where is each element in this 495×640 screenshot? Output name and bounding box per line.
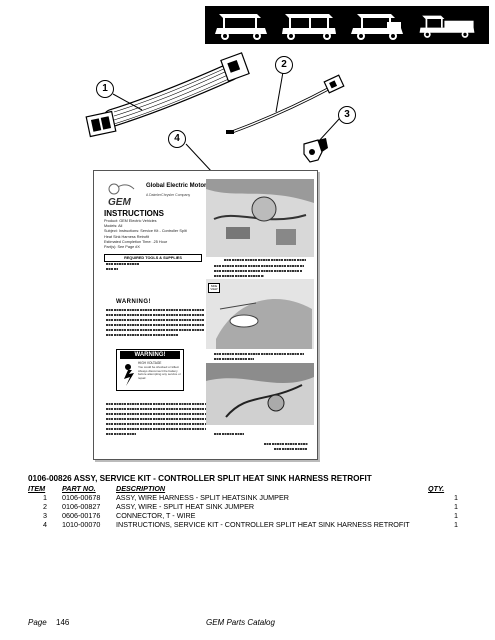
text-line: [106, 268, 118, 271]
doc-info-line: Heat Sink Harness Retrofit: [104, 234, 149, 239]
text-line: [214, 265, 304, 268]
doc-side-view-label: SIDE VIEW: [208, 283, 220, 294]
doc-warning-box-title: WARNING!: [120, 351, 180, 359]
gem-es-icon: [351, 14, 403, 40]
part-qty: 1: [454, 502, 458, 511]
doc-instructions-title: INSTRUCTIONS: [104, 209, 164, 218]
text-line: [214, 358, 254, 361]
text-line: [106, 403, 206, 406]
part-description: INSTRUCTIONS, SERVICE KIT - CONTROLLER S…: [116, 520, 410, 529]
text-line: [106, 314, 204, 317]
doc-warning-title: WARNING!: [116, 299, 151, 305]
text-line: [214, 353, 304, 356]
parts-illustration: [85, 52, 345, 173]
callout-4: 4: [168, 130, 186, 148]
parts-table: ITEM PART NO. DESCRIPTION QTY. 1 0106-00…: [28, 484, 458, 529]
text-line: [214, 433, 244, 436]
doc-tools-header: REQUIRED TOOLS & SUPPLIES: [104, 254, 202, 262]
text-line: [106, 319, 204, 322]
callout-3: 3: [338, 106, 356, 124]
text-line: [274, 448, 308, 451]
jumper-wire-drawing: [226, 74, 345, 134]
doc-info-line: Part(s): See Page #X: [104, 245, 140, 250]
table-row: 4 1010-00070 INSTRUCTIONS, SERVICE KIT -…: [28, 520, 458, 529]
gem-e2-icon: [215, 14, 267, 40]
text-line: [264, 443, 308, 446]
header-part-no: PART NO.: [62, 484, 96, 493]
text-line: [224, 259, 306, 262]
callout-2: 2: [275, 56, 293, 74]
text-line: [106, 428, 206, 431]
part-description: CONNECTOR, T - WIRE: [116, 511, 196, 520]
kit-title: 0106-00826 ASSY, SERVICE KIT - CONTROLLE…: [28, 474, 372, 483]
electric-shock-icon: [124, 364, 134, 386]
item-number: 3: [43, 511, 47, 520]
header-description: DESCRIPTION: [116, 484, 166, 493]
page-number: 146: [56, 618, 70, 627]
t-connector-drawing: [303, 138, 328, 163]
item-number: 1: [43, 493, 47, 502]
parts-table-header: ITEM PART NO. DESCRIPTION QTY.: [28, 484, 458, 493]
part-description: ASSY, WIRE HARNESS - SPLIT HEATSINK JUMP…: [116, 493, 289, 502]
header-qty: QTY.: [428, 484, 445, 493]
table-row: 1 0106-00678 ASSY, WIRE HARNESS - SPLIT …: [28, 493, 458, 502]
gem-e4-icon: [282, 14, 336, 40]
text-line: [106, 263, 140, 266]
doc-tagline: A DaimlerChrysler Company: [146, 193, 191, 197]
text-line: [214, 270, 302, 273]
svg-text:GEM: GEM: [108, 197, 131, 207]
text-line: [106, 433, 136, 436]
doc-photo-bottom: [206, 363, 314, 425]
gem-logo: GEM: [108, 183, 135, 207]
text-line: [106, 423, 206, 426]
part-description: ASSY, WIRE - SPLIT HEAT SINK JUMPER: [116, 502, 255, 511]
part-number: 0106-00827: [62, 502, 101, 511]
part-number: 0106-00678: [62, 493, 101, 502]
vehicle-header-strip: [205, 6, 489, 44]
text-line: [106, 334, 178, 337]
part-qty: 1: [454, 511, 458, 520]
part-qty: 1: [454, 493, 458, 502]
doc-info-line: Product: GEM Electric Vehicles: [104, 219, 157, 223]
text-line: [106, 309, 204, 312]
catalog-name: GEM Parts Catalog: [206, 618, 275, 627]
part-number: 0606-00176: [62, 511, 101, 520]
doc-photo-middle: [206, 279, 314, 349]
item-number: 4: [43, 520, 47, 529]
doc-info-line: Estimated Completion Time: .25 Hour: [104, 239, 168, 244]
part-number: 1010-00070: [62, 520, 101, 529]
text-line: [106, 418, 206, 421]
doc-warning-caution: HIGH VOLTAGE: [138, 361, 162, 365]
doc-warning-body: You could be shocked or killed. Always d…: [138, 365, 181, 380]
table-row: 3 0606-00176 CONNECTOR, T - WIRE 1: [28, 511, 458, 520]
header-item: ITEM: [28, 484, 46, 493]
table-row: 2 0106-00827 ASSY, WIRE - SPLIT HEAT SIN…: [28, 502, 458, 511]
part-qty: 1: [454, 520, 458, 529]
callout-1: 1: [96, 80, 114, 98]
text-line: [106, 329, 204, 332]
text-line: [214, 275, 264, 278]
text-line: [106, 413, 206, 416]
doc-info-block: Product: GEM Electric Vehicles Models: A…: [104, 219, 204, 250]
page-label: Page: [28, 618, 47, 627]
instruction-sheet-thumbnail: GEM Global Electric Motorcars, LLC A Dai…: [93, 170, 318, 460]
gem-el-icon: [419, 15, 475, 38]
item-number: 2: [43, 502, 47, 511]
doc-info-line: Subject: Instructions: Service Kit - Con…: [104, 229, 187, 234]
text-line: [106, 408, 206, 411]
text-line: [106, 324, 204, 327]
wire-harness-drawing: [85, 52, 250, 138]
doc-company-name: Global Electric Motorcars, LLC: [146, 183, 234, 189]
doc-photo-top: [206, 179, 314, 257]
doc-warning-box: [116, 349, 184, 391]
doc-info-line: Models: All: [104, 224, 123, 229]
